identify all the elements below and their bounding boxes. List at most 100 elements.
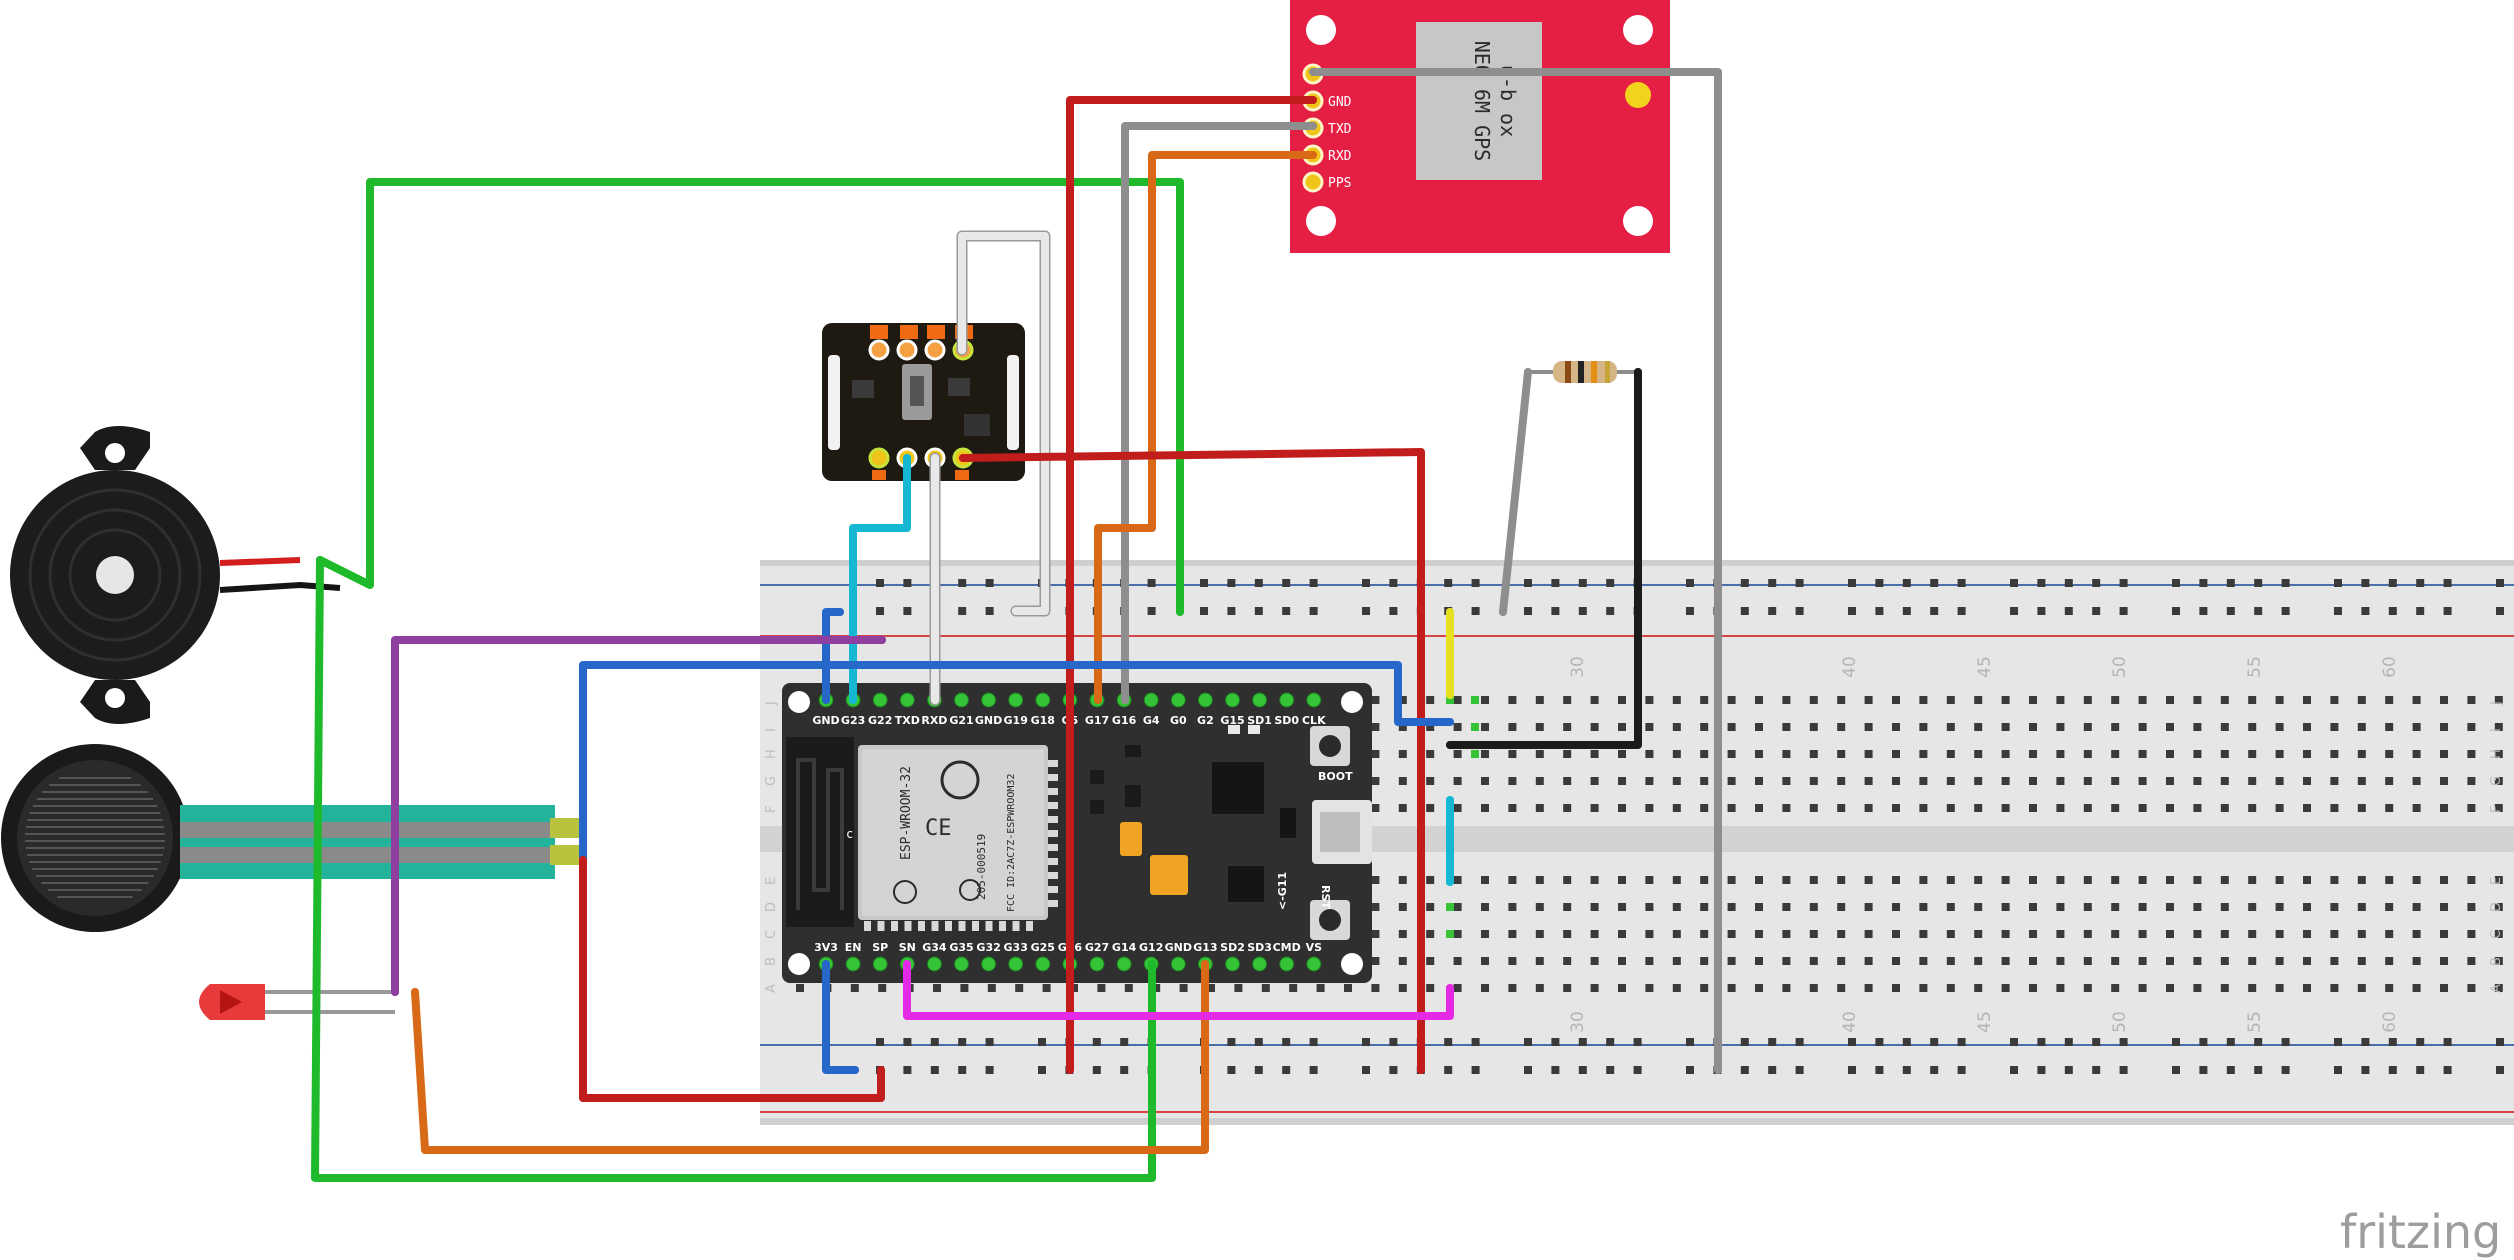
terminal-hole[interactable] <box>2412 903 2421 911</box>
terminal-hole[interactable] <box>1618 876 1626 884</box>
terminal-hole[interactable] <box>1892 930 1900 938</box>
terminal-hole[interactable] <box>2303 903 2311 911</box>
terminal-hole[interactable] <box>1919 750 1928 758</box>
rail-hole[interactable] <box>2334 1066 2342 1074</box>
terminal-hole[interactable] <box>2001 750 2010 758</box>
rail-hole[interactable] <box>2388 579 2397 587</box>
terminal-hole[interactable] <box>1508 777 1517 785</box>
terminal-hole[interactable] <box>1371 750 1380 758</box>
terminal-hole[interactable] <box>2385 903 2394 911</box>
terminal-hole[interactable] <box>2111 930 2120 938</box>
rail-hole[interactable] <box>1389 1038 1398 1046</box>
terminal-hole[interactable] <box>1755 930 1763 938</box>
terminal-hole[interactable] <box>1426 723 1435 731</box>
terminal-hole[interactable] <box>1481 957 1489 965</box>
terminal-hole[interactable] <box>2220 777 2229 785</box>
terminal-hole[interactable] <box>2001 930 2010 938</box>
rail-hole[interactable] <box>1957 1038 1966 1046</box>
terminal-hole[interactable] <box>2001 903 2010 911</box>
rail-hole[interactable] <box>2496 1038 2504 1046</box>
terminal-hole[interactable] <box>2083 750 2092 758</box>
terminal-hole[interactable] <box>2357 750 2366 758</box>
rail-hole[interactable] <box>1254 1038 1263 1046</box>
sensor-pin-top[interactable] <box>868 339 890 361</box>
terminal-hole[interactable] <box>1700 876 1709 884</box>
terminal-hole[interactable] <box>1535 984 1544 992</box>
terminal-hole[interactable] <box>1398 930 1407 938</box>
terminal-hole[interactable] <box>1837 957 1846 965</box>
rail-hole[interactable] <box>2064 607 2073 615</box>
terminal-hole[interactable] <box>1864 804 1873 812</box>
rail-hole[interactable] <box>1686 607 1694 615</box>
rail-hole[interactable] <box>1389 579 1398 587</box>
rail-hole[interactable] <box>958 607 967 615</box>
rail-hole[interactable] <box>2416 1038 2425 1046</box>
rail-hole[interactable] <box>1606 1038 1615 1046</box>
terminal-hole[interactable] <box>2412 984 2421 992</box>
rail-hole[interactable] <box>1282 1038 1291 1046</box>
wire-gnd-top[interactable] <box>822 608 844 704</box>
terminal-hole[interactable] <box>1618 723 1626 731</box>
terminal-hole[interactable] <box>2111 804 2120 812</box>
terminal-hole[interactable] <box>1946 723 1955 731</box>
terminal-hole[interactable] <box>1837 804 1846 812</box>
terminal-hole[interactable] <box>1946 804 1955 812</box>
rail-hole[interactable] <box>1524 579 1532 587</box>
rail-hole[interactable] <box>1606 607 1615 615</box>
rail-hole[interactable] <box>1795 607 1804 615</box>
wire-sensor-power[interactable] <box>959 448 1425 1074</box>
rail-hole[interactable] <box>1362 579 1370 587</box>
rail-hole[interactable] <box>1740 579 1749 587</box>
terminal-hole[interactable] <box>1453 723 1462 731</box>
rail-hole[interactable] <box>2172 1038 2180 1046</box>
terminal-hole[interactable] <box>2412 957 2421 965</box>
terminal-hole[interactable] <box>1426 930 1435 938</box>
terminal-hole[interactable] <box>2083 696 2092 704</box>
terminal-hole[interactable] <box>2412 930 2421 938</box>
terminal-hole[interactable] <box>1563 777 1572 785</box>
rail-hole[interactable] <box>1686 1038 1694 1046</box>
esp32-top-pin[interactable] <box>1225 692 1240 708</box>
rail-hole[interactable] <box>2281 579 2290 587</box>
rail-hole[interactable] <box>2199 1038 2208 1046</box>
rail-hole[interactable] <box>1444 579 1453 587</box>
terminal-hole[interactable] <box>1618 957 1626 965</box>
rail-hole[interactable] <box>2416 579 2425 587</box>
terminal-hole[interactable] <box>2357 696 2366 704</box>
terminal-hole[interactable] <box>1508 750 1517 758</box>
terminal-hole[interactable] <box>2248 723 2257 731</box>
terminal-hole[interactable] <box>1892 903 1900 911</box>
terminal-hole[interactable] <box>1892 696 1900 704</box>
terminal-hole[interactable] <box>1316 984 1325 992</box>
rail-hole[interactable] <box>2496 607 2504 615</box>
terminal-hole[interactable] <box>1755 723 1763 731</box>
terminal-hole[interactable] <box>1535 777 1544 785</box>
terminal-hole[interactable] <box>1809 903 1818 911</box>
rail-hole[interactable] <box>1930 1066 1939 1074</box>
terminal-hole[interactable] <box>1892 723 1900 731</box>
terminal-hole[interactable] <box>1453 984 1462 992</box>
rail-hole[interactable] <box>903 579 912 587</box>
esp32-bottom-pin[interactable] <box>1225 956 1240 972</box>
terminal-hole[interactable] <box>2275 750 2284 758</box>
rail-hole[interactable] <box>1740 1066 1749 1074</box>
terminal-hole[interactable] <box>2385 957 2394 965</box>
terminal-hole[interactable] <box>1563 750 1572 758</box>
terminal-hole[interactable] <box>1645 723 1654 731</box>
esp32-top-pin[interactable] <box>1279 692 1295 708</box>
terminal-hole[interactable] <box>2467 984 2476 992</box>
esp32-top-pin[interactable] <box>981 692 997 708</box>
terminal-hole[interactable] <box>2303 930 2311 938</box>
terminal-hole[interactable] <box>1618 804 1626 812</box>
terminal-hole[interactable] <box>2166 903 2174 911</box>
rail-hole[interactable] <box>2064 1038 2073 1046</box>
terminal-hole[interactable] <box>1426 777 1435 785</box>
terminal-hole[interactable] <box>1782 903 1791 911</box>
rail-hole[interactable] <box>1227 1066 1236 1074</box>
rail-hole[interactable] <box>958 579 967 587</box>
terminal-hole[interactable] <box>1563 696 1572 704</box>
rail-hole[interactable] <box>1930 1038 1939 1046</box>
rail-hole[interactable] <box>1606 1066 1615 1074</box>
terminal-hole[interactable] <box>2056 984 2065 992</box>
rail-hole[interactable] <box>2388 607 2397 615</box>
